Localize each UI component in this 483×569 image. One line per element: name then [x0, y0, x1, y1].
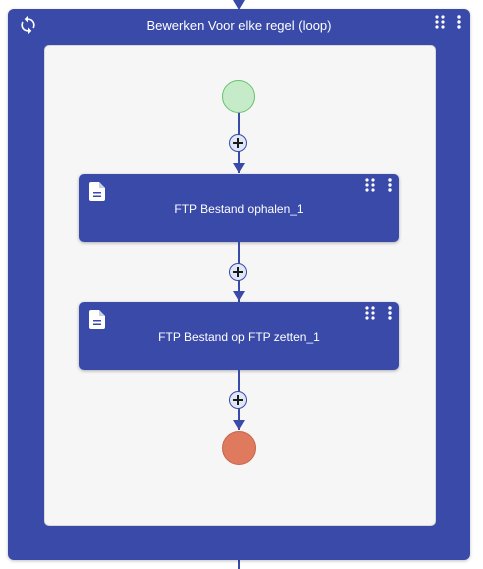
- more-options-icon[interactable]: [388, 178, 392, 192]
- step-card[interactable]: FTP Bestand op FTP zetten_1: [79, 302, 399, 370]
- connector-arrow: [233, 291, 245, 301]
- more-options-icon[interactable]: [388, 306, 392, 320]
- add-step-button[interactable]: [229, 134, 247, 152]
- drag-handle-icon[interactable]: [364, 178, 376, 192]
- step-title: FTP Bestand ophalen_1: [174, 202, 304, 216]
- document-icon: [89, 182, 105, 201]
- add-step-button[interactable]: [229, 391, 247, 409]
- connector-arrow: [233, 163, 245, 173]
- end-node[interactable]: [222, 431, 256, 465]
- start-node[interactable]: [222, 80, 255, 113]
- loop-refresh-icon[interactable]: [18, 15, 38, 35]
- document-icon: [89, 310, 105, 329]
- drag-handle-icon[interactable]: [364, 306, 376, 320]
- step-card[interactable]: FTP Bestand ophalen_1: [79, 174, 399, 242]
- incoming-arrow: [233, 0, 245, 10]
- add-step-button[interactable]: [229, 263, 247, 281]
- loop-title: Bewerken Voor elke regel (loop): [146, 18, 332, 33]
- connector-arrow: [233, 420, 245, 430]
- more-options-icon[interactable]: [457, 15, 461, 29]
- step-title: FTP Bestand op FTP zetten_1: [158, 330, 320, 344]
- drag-handle-icon[interactable]: [434, 15, 446, 29]
- outgoing-connector: [238, 560, 240, 569]
